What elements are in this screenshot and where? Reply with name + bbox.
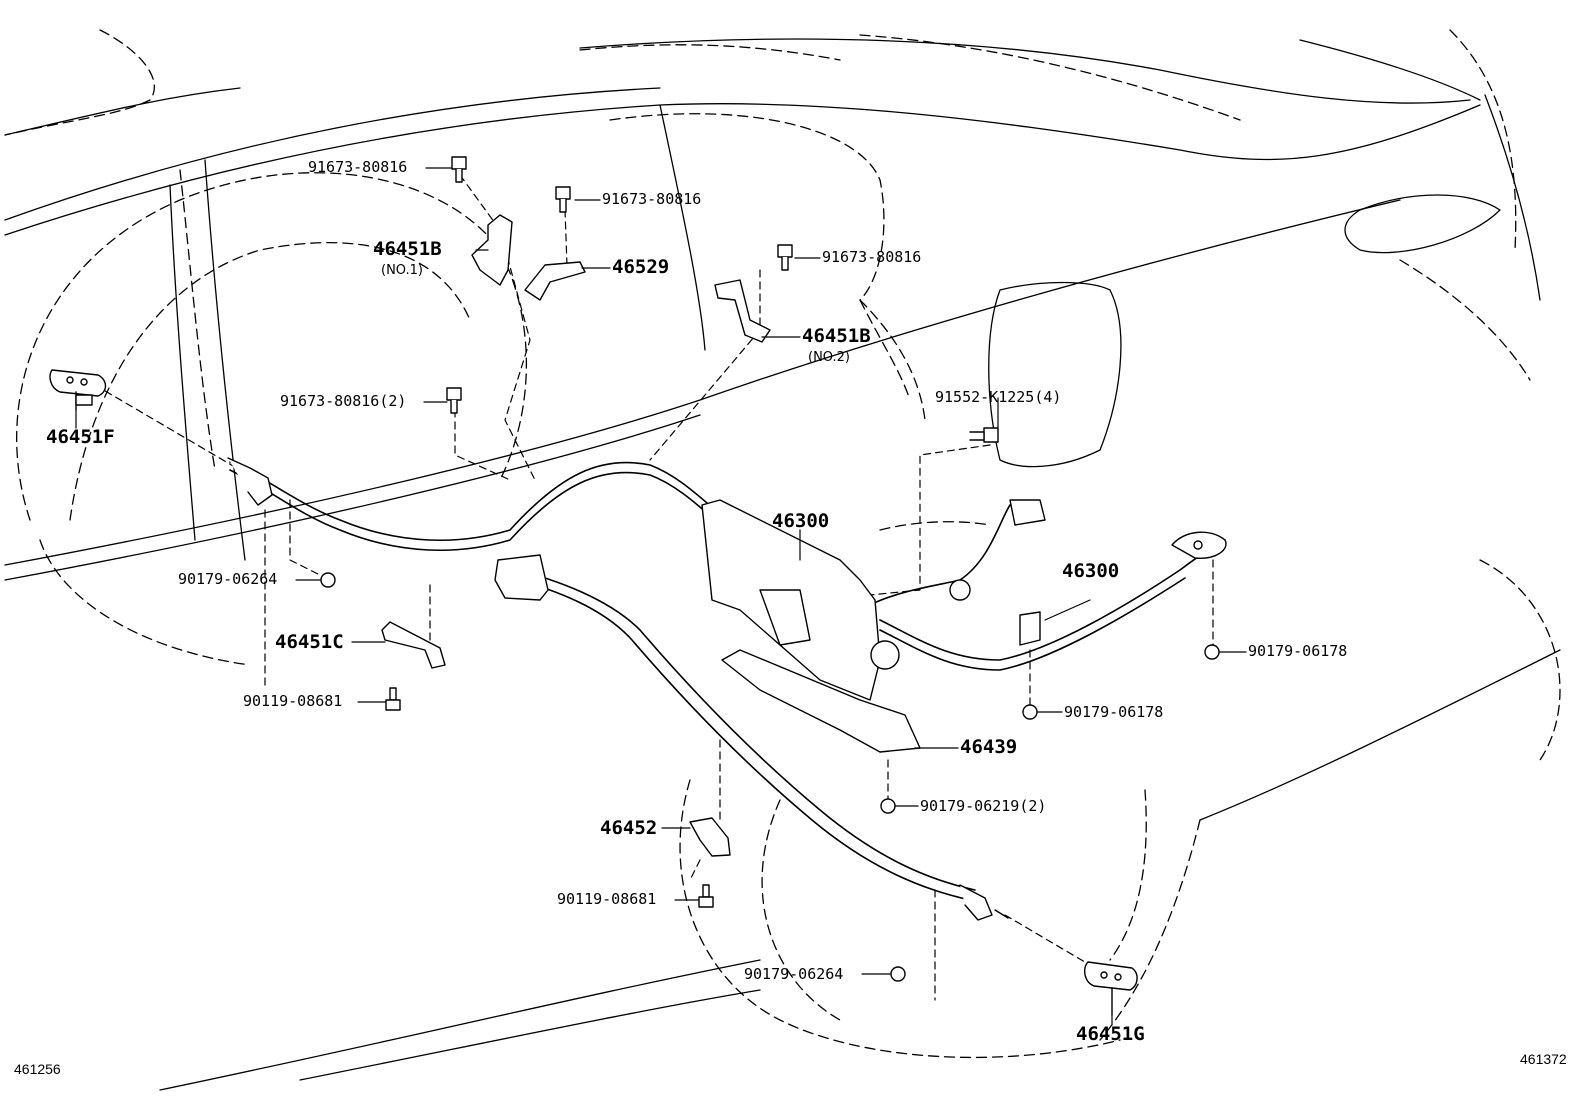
nut-icon (880, 798, 896, 814)
label-91552-k1225-4: 91552-K1225(4) (935, 388, 1062, 406)
label-no2: (NO.2) (808, 350, 850, 365)
label-46300-a: 46300 (772, 510, 830, 532)
label-no1: (NO.1) (381, 263, 423, 278)
plate-46451f-icon (49, 369, 107, 397)
clip-46451c-icon (381, 621, 446, 669)
label-90179-06178-b: 90179-06178 (1064, 703, 1164, 721)
label-90179-06178-a: 90179-06178 (1248, 642, 1348, 660)
footer-right-code: 461372 (1520, 1051, 1567, 1067)
footer-left-code: 461256 (14, 1061, 61, 1077)
label-90119-08681-b: 90119-08681 (557, 890, 657, 908)
label-90179-06264-a: 90179-06264 (178, 570, 278, 588)
label-90179-06219-2: 90179-06219(2) (920, 797, 1047, 815)
clamp-46452-icon (689, 817, 731, 857)
bracket-46529-icon (524, 261, 586, 301)
label-91673-80816-2: 91673-80816(2) (280, 392, 407, 410)
label-46439: 46439 (960, 736, 1018, 758)
nut-icon (890, 966, 906, 982)
label-90119-08681-a: 90119-08681 (243, 692, 343, 710)
vehicle-body-outline (4, 38, 1561, 1091)
label-91673-80816-b: 91673-80816 (602, 190, 702, 208)
label-pointers (75, 167, 1247, 1025)
label-91673-80816-a: 91673-80816 (308, 158, 408, 176)
nut-icon (320, 572, 336, 588)
phantom-lines (4, 29, 1561, 1059)
label-91673-80816-c: 91673-80816 (822, 248, 922, 266)
label-46451g: 46451G (1076, 1023, 1145, 1045)
bolt-icon (446, 387, 462, 414)
label-90179-06264-b: 90179-06264 (744, 965, 844, 983)
bolt-icon (698, 884, 714, 908)
bolt-icon (385, 687, 401, 711)
label-46452: 46452 (600, 817, 658, 839)
label-46529: 46529 (612, 256, 670, 278)
parts-hardware (49, 156, 1227, 1016)
label-46451f: 46451F (46, 426, 115, 448)
leader-lines (94, 174, 1214, 1001)
bolt-icon (777, 244, 793, 271)
cable-end-left-icon (227, 457, 273, 506)
plate-46451g-icon (1083, 961, 1138, 991)
label-46451c: 46451C (275, 631, 344, 653)
cable-end-lower-icon (959, 884, 993, 921)
label-46300-b: 46300 (1062, 560, 1120, 582)
nut-icon (1022, 704, 1038, 720)
bolt-icon (555, 186, 571, 213)
bolt-icon (451, 156, 467, 183)
bolt-icon (969, 427, 999, 443)
bracket-46451b-no2-icon (714, 279, 771, 343)
bracket-46451b-no1-icon (471, 214, 513, 286)
nut-icon (1204, 644, 1220, 660)
label-46451b-no1: 46451B (373, 238, 442, 260)
cable-clip-icon (494, 554, 549, 601)
label-46451b-no2: 46451B (802, 325, 871, 347)
